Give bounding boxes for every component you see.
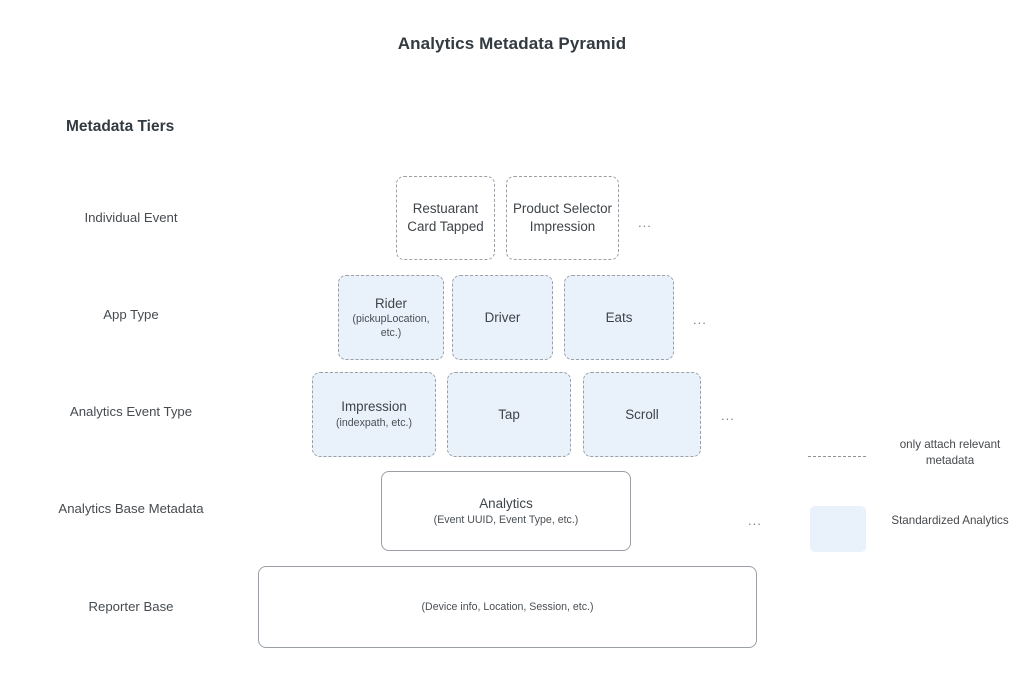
ellipsis-analytics-event-type: ... xyxy=(721,408,735,423)
box-secondary-text: (indexpath, etc.) xyxy=(336,417,412,430)
tier-box-scroll[interactable]: Scroll xyxy=(583,372,701,457)
ellipsis-analytics-base-metadata: ... xyxy=(748,513,762,528)
legend-label-only-attach-relevant-metadata: only attach relevant metadata xyxy=(899,438,1001,467)
box-primary-text: Analytics xyxy=(479,495,533,511)
box-primary-text: Scroll xyxy=(625,406,659,422)
tier-label-reporter-base: Reporter Base xyxy=(88,599,174,614)
legend-blue-square-icon xyxy=(810,506,866,552)
tier-box-eats[interactable]: Eats xyxy=(564,275,674,360)
legend-dashed-line-icon xyxy=(808,456,866,457)
box-primary-text: Rider xyxy=(375,295,407,311)
metadata-tiers-heading: Metadata Tiers xyxy=(66,118,175,135)
page-title: Analytics Metadata Pyramid xyxy=(397,34,627,53)
legend-label-standardized-analytics: Standardized Analytics xyxy=(891,514,1009,527)
box-primary-text: Impression xyxy=(341,399,407,415)
box-primary-text: Driver xyxy=(484,309,521,325)
box-secondary-text: (Device info, Location, Session, etc.) xyxy=(421,600,594,613)
tier-label-analytics-event-type: Analytics Event Type xyxy=(69,404,193,419)
tier-box-restaurant-card-tapped[interactable]: Restuarant Card Tapped xyxy=(396,176,495,260)
tier-label-app-type: App Type xyxy=(103,307,159,322)
tier-box-reporter-base[interactable]: (Device info, Location, Session, etc.) xyxy=(258,566,757,648)
tier-box-analytics[interactable]: Analytics (Event UUID, Event Type, etc.) xyxy=(381,471,631,551)
box-secondary-text: (Event UUID, Event Type, etc.) xyxy=(433,513,579,526)
box-primary-text: Eats xyxy=(605,309,633,325)
tier-box-impression[interactable]: Impression (indexpath, etc.) xyxy=(312,372,436,457)
tier-box-driver[interactable]: Driver xyxy=(452,275,553,360)
box-primary-text: Restuarant Card Tapped xyxy=(407,201,484,234)
ellipsis-individual-event: ... xyxy=(638,215,652,230)
box-secondary-text: (pickupLocation, etc.) xyxy=(352,313,430,339)
tier-box-product-selector-impression[interactable]: Product Selector Impression xyxy=(506,176,619,260)
box-primary-text: Tap xyxy=(498,406,520,422)
ellipsis-app-type: ... xyxy=(693,312,707,327)
tier-label-analytics-base-metadata: Analytics Base Metadata xyxy=(58,501,204,516)
tier-label-individual-event: Individual Event xyxy=(84,210,178,225)
tier-box-tap[interactable]: Tap xyxy=(447,372,571,457)
tier-box-rider[interactable]: Rider (pickupLocation, etc.) xyxy=(338,275,444,360)
box-primary-text: Product Selector Impression xyxy=(513,201,612,234)
